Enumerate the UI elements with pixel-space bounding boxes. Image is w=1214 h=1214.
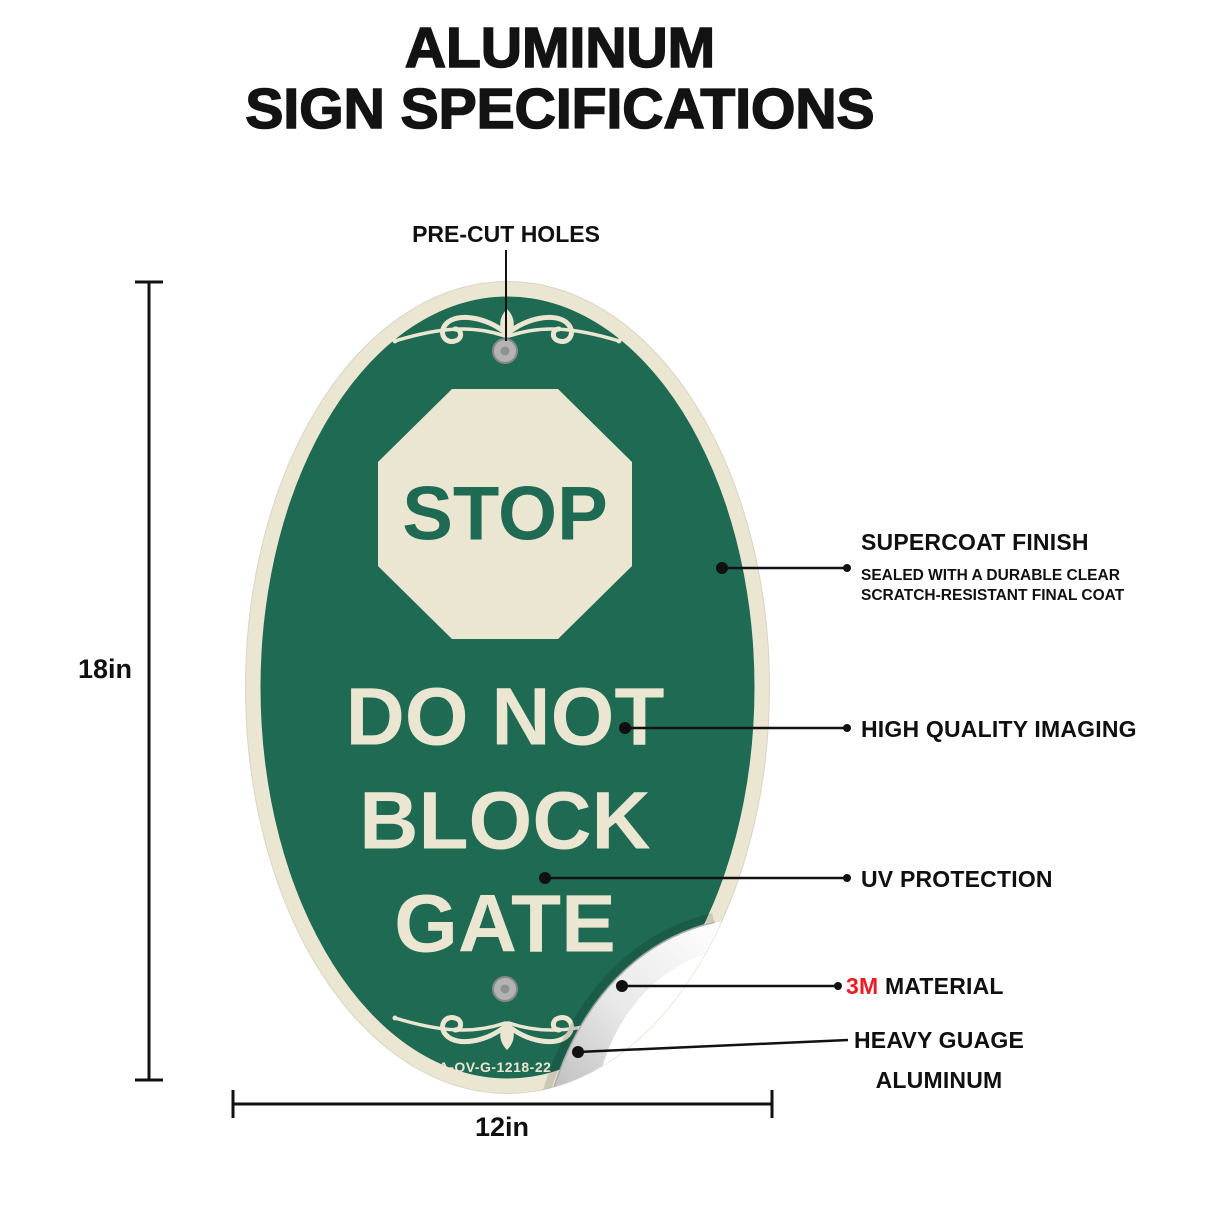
page-title-line1: ALUMINUM: [404, 16, 716, 80]
heavy-gauge-aluminum-label: HEAVY GUAGE ALUMINUM: [850, 1020, 1028, 1100]
uv-protection-label: UV PROTECTION: [861, 866, 1053, 892]
supercoat-finish-label: SUPERCOAT FINISH: [861, 529, 1089, 555]
heavy-gauge-line1: HEAVY GUAGE: [853, 1027, 1025, 1053]
precut-holes-label: PRE-CUT HOLES: [412, 221, 600, 247]
oval-sign: STOP DO NOT BLOCK GATE A-OV-G-1218-22: [245, 281, 770, 1094]
supercoat-sub-line1: SEALED WITH A DURABLE CLEAR: [861, 567, 1120, 584]
top-flourish-ornament-icon: [392, 309, 622, 344]
sku-text: A-OV-G-1218-22: [439, 1059, 552, 1075]
precut-hole-top: [492, 338, 518, 364]
message-line-3: GATE: [394, 879, 616, 970]
high-quality-imaging-label: HIGH QUALITY IMAGING: [861, 716, 1137, 742]
3m-material-label: 3M MATERIAL: [846, 973, 1004, 1000]
supercoat-sub-line2: SCRATCH-RESISTANT FINAL COAT: [861, 586, 1125, 604]
3m-brand-text: 3M: [846, 973, 879, 999]
stop-octagon-icon: [378, 389, 632, 639]
peel-curl: [551, 922, 724, 1094]
page-title: ALUMINUM SIGN SPECIFICATIONS: [0, 16, 1120, 141]
message-line-1: DO NOT: [346, 672, 665, 763]
material-text: MATERIAL: [884, 973, 1004, 999]
message-line-2: BLOCK: [359, 776, 651, 867]
supercoat-finish-subtext: SEALED WITH A DURABLE CLEAR SCRATCH-RESI…: [861, 566, 1124, 605]
heavy-gauge-line2: ALUMINUM: [875, 1067, 1003, 1093]
page-title-line2: SIGN SPECIFICATIONS: [245, 77, 876, 141]
width-dimension-label: 12in: [474, 1112, 530, 1142]
stop-text: STOP: [402, 472, 608, 557]
precut-hole-bottom: [492, 976, 518, 1002]
height-dimension-label: 18in: [77, 654, 133, 684]
